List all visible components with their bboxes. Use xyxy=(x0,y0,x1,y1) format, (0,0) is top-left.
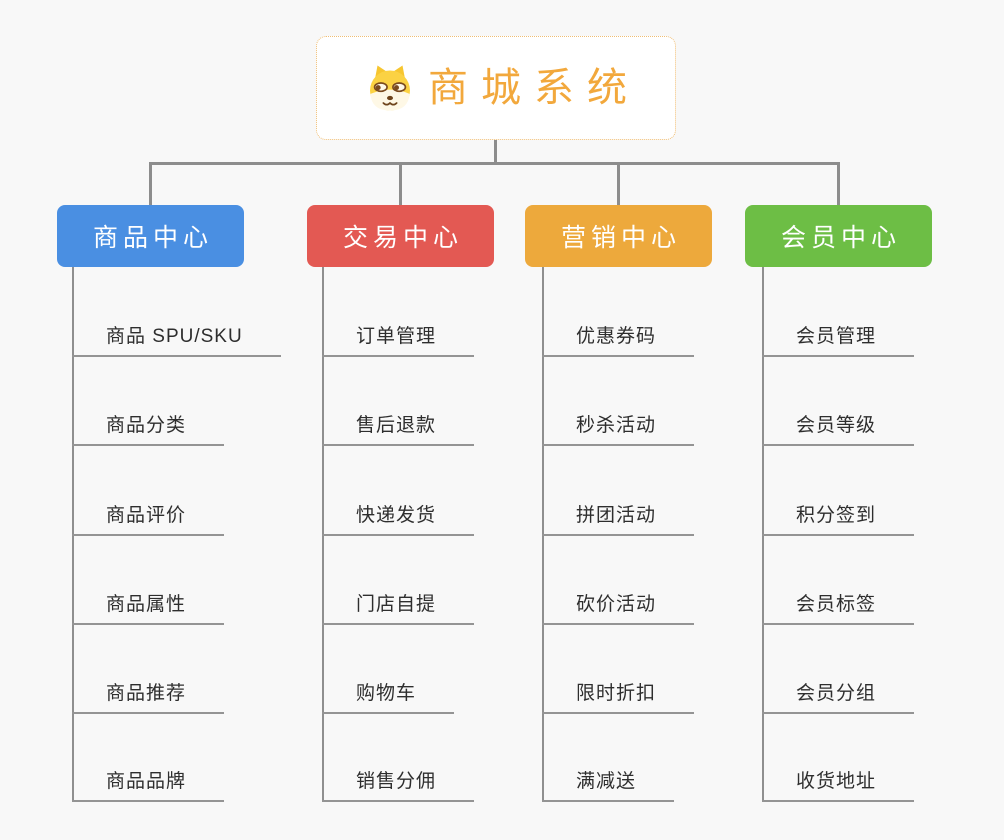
branch-node-trade-center[interactable]: 交易中心 xyxy=(307,205,494,267)
connector-branch-drop-2 xyxy=(399,162,402,205)
connector-branch-drop-4 xyxy=(837,162,840,205)
leaf-node[interactable]: 商品 SPU/SKU xyxy=(72,325,281,357)
leaf-node[interactable]: 商品评价 xyxy=(72,504,225,536)
leaf-node[interactable]: 会员分组 xyxy=(762,682,915,714)
leaf-node[interactable]: 会员标签 xyxy=(762,593,915,625)
branch-node-product-center[interactable]: 商品中心 xyxy=(57,205,244,267)
connector-branch-bus xyxy=(150,162,839,165)
branch-node-marketing-center[interactable]: 营销中心 xyxy=(525,205,712,267)
connector-branch-drop-1 xyxy=(149,162,152,205)
connector-root-drop xyxy=(494,140,497,162)
leaf-node[interactable]: 商品属性 xyxy=(72,593,225,625)
leaf-node[interactable]: 订单管理 xyxy=(322,325,475,357)
leaf-node[interactable]: 满减送 xyxy=(542,770,675,802)
leaf-node[interactable]: 商品分类 xyxy=(72,414,225,446)
leaf-node[interactable]: 砍价活动 xyxy=(542,593,695,625)
connector-branch-drop-3 xyxy=(617,162,620,205)
leaf-node[interactable]: 拼团活动 xyxy=(542,504,695,536)
leaf-node[interactable]: 优惠券码 xyxy=(542,325,695,357)
root-node[interactable]: 商城系统 xyxy=(316,36,676,140)
leaf-node[interactable]: 销售分佣 xyxy=(322,770,475,802)
leaf-node[interactable]: 会员管理 xyxy=(762,325,915,357)
root-title: 商城系统 xyxy=(428,66,640,110)
leaf-node[interactable]: 购物车 xyxy=(322,682,455,714)
leaf-node[interactable]: 商品推荐 xyxy=(72,682,225,714)
leaf-node[interactable]: 门店自提 xyxy=(322,593,475,625)
branch-node-member-center[interactable]: 会员中心 xyxy=(745,205,932,267)
leaf-node[interactable]: 售后退款 xyxy=(322,414,475,446)
leaf-node[interactable]: 限时折扣 xyxy=(542,682,695,714)
leaf-node[interactable]: 商品品牌 xyxy=(72,770,225,802)
leaf-node[interactable]: 快递发货 xyxy=(322,504,475,536)
leaf-node[interactable]: 收货地址 xyxy=(762,770,915,802)
dog-face-icon xyxy=(365,62,415,114)
leaf-node[interactable]: 会员等级 xyxy=(762,414,915,446)
leaf-node[interactable]: 积分签到 xyxy=(762,504,915,536)
leaf-node[interactable]: 秒杀活动 xyxy=(542,414,695,446)
